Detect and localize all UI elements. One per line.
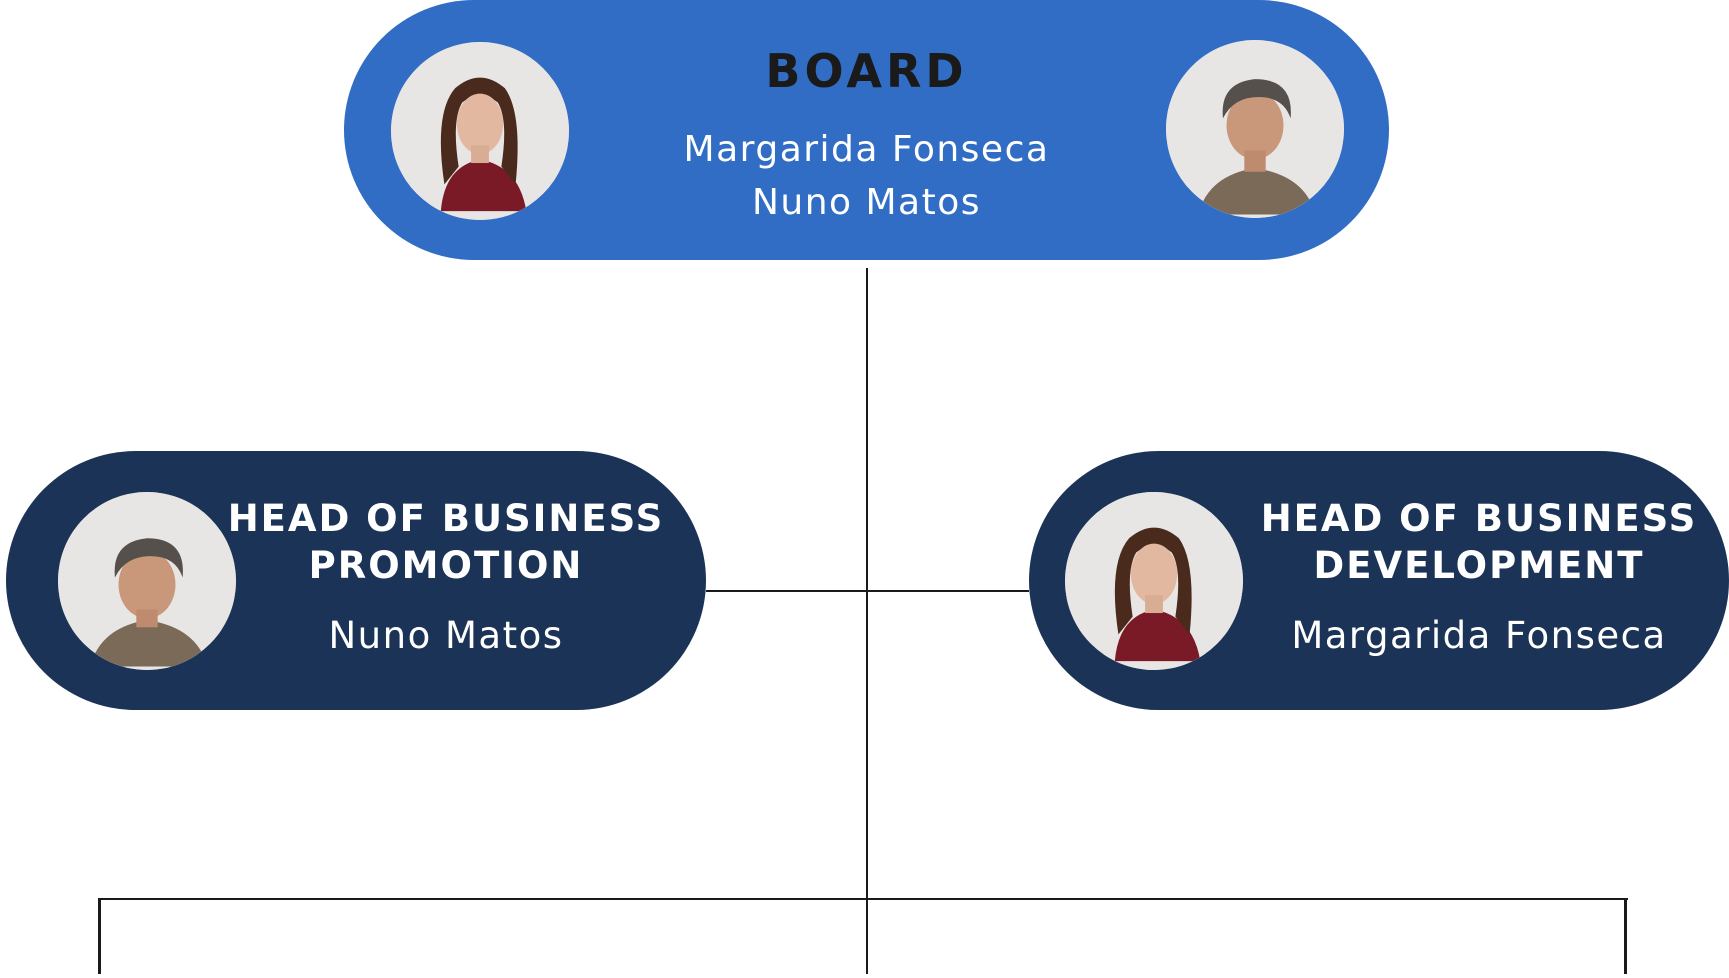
- role-title: HEAD OF BUSINESS PROMOTION: [227, 497, 665, 587]
- role-title: HEAD OF BUSINESS DEVELOPMENT: [1260, 497, 1698, 587]
- role-name: Nuno Matos: [328, 614, 564, 657]
- role-name: Margarida Fonseca: [1291, 614, 1667, 657]
- connector-horizontal-bottom: [98, 898, 1628, 900]
- connector-drop-left: [98, 898, 101, 974]
- board-member-1: Margarida Fonseca: [683, 129, 1050, 170]
- man-portrait-icon: [58, 492, 236, 670]
- woman-portrait-icon: [1065, 492, 1243, 670]
- board-node: BOARD Margarida Fonseca Nuno Matos: [344, 0, 1389, 260]
- connector-vertical-main: [866, 268, 868, 974]
- avatar-margarida-fonseca: [391, 42, 569, 220]
- board-member-2: Nuno Matos: [751, 182, 982, 223]
- avatar-margarida-fonseca: [1065, 492, 1243, 670]
- board-title: BOARD: [765, 44, 968, 98]
- avatar-nuno-matos: [58, 492, 236, 670]
- board-members: Margarida Fonseca Nuno Matos: [344, 123, 1389, 229]
- role-node-business-development: HEAD OF BUSINESS DEVELOPMENT Margarida F…: [1029, 451, 1729, 710]
- avatar-nuno-matos: [1166, 40, 1344, 218]
- role-node-business-promotion: HEAD OF BUSINESS PROMOTION Nuno Matos: [6, 451, 706, 710]
- connector-drop-right: [1624, 898, 1627, 974]
- man-portrait-icon: [1166, 40, 1344, 218]
- connector-horizontal-roles: [706, 590, 1029, 592]
- woman-portrait-icon: [391, 42, 569, 220]
